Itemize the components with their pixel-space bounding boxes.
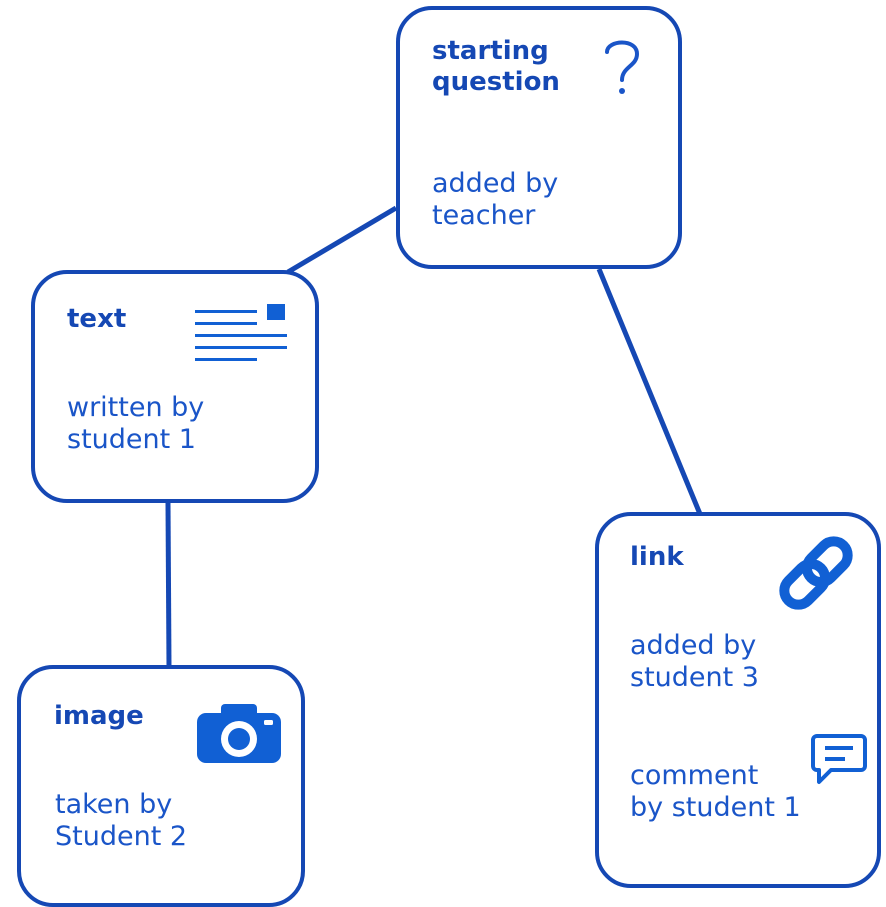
connector-question-link <box>596 268 703 515</box>
card-starting-question[interactable]: starting question added by teacher <box>396 6 682 269</box>
comment-line: comment <box>630 760 759 791</box>
body-line: added by <box>432 168 559 199</box>
card-image[interactable]: image taken by Student 2 <box>17 665 305 907</box>
body-line: student 3 <box>630 662 759 694</box>
body-line: taken by <box>55 789 173 820</box>
title-line: starting <box>432 36 549 66</box>
title-line: question <box>432 66 560 97</box>
comment-line: by student 1 <box>630 792 801 824</box>
body-line: teacher <box>432 200 536 232</box>
card-title: image <box>54 701 144 731</box>
card-comment: comment by student 1 <box>630 760 801 825</box>
card-body: taken by Student 2 <box>55 789 187 854</box>
card-body: added by teacher <box>432 168 558 233</box>
comment-bubble-icon <box>811 734 867 784</box>
card-link[interactable]: link added by student 3 comment by stude… <box>595 512 881 888</box>
link-chain-icon <box>779 536 853 610</box>
connector-text-image <box>165 502 172 668</box>
body-line: written by <box>67 392 205 423</box>
card-body: written by student 1 <box>67 392 204 457</box>
body-line: Student 2 <box>55 821 188 853</box>
card-text[interactable]: text written by student 1 <box>31 270 319 503</box>
text-document-icon <box>195 304 287 361</box>
body-line: student 1 <box>67 424 196 456</box>
card-title: text <box>67 304 127 334</box>
card-title: link <box>630 542 684 572</box>
card-body: added by student 3 <box>630 630 759 695</box>
camera-icon <box>197 704 281 763</box>
card-title: starting question <box>432 36 560 97</box>
body-line: added by <box>630 630 757 661</box>
connector-question-text <box>286 205 398 275</box>
question-mark-icon <box>605 40 640 94</box>
